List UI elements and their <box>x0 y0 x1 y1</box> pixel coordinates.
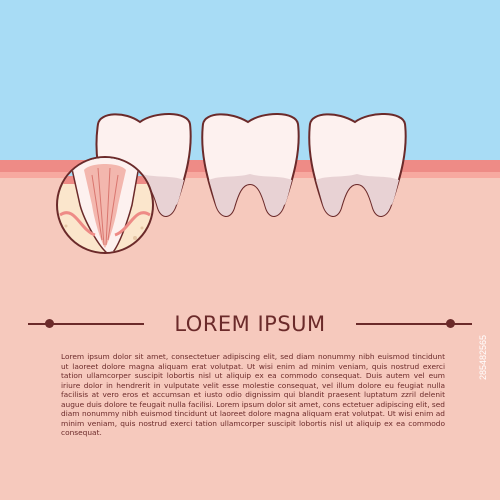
body-paragraph: Lorem ipsum dolor sit amet, consectetuer… <box>61 352 445 437</box>
molar-tooth-icon <box>201 113 300 217</box>
stock-id-watermark: 285482565 <box>478 334 488 380</box>
page-title: LOREM IPSUM <box>174 312 326 336</box>
right-divider-dot <box>446 319 455 328</box>
teeth-illustration <box>0 0 500 254</box>
right-divider-line <box>356 323 472 325</box>
left-divider-line <box>28 323 144 325</box>
tooth-cross-section-icon <box>56 156 154 254</box>
title-row: LOREM IPSUM <box>0 306 500 342</box>
left-divider-dot <box>45 319 54 328</box>
molar-tooth-icon <box>308 113 407 217</box>
